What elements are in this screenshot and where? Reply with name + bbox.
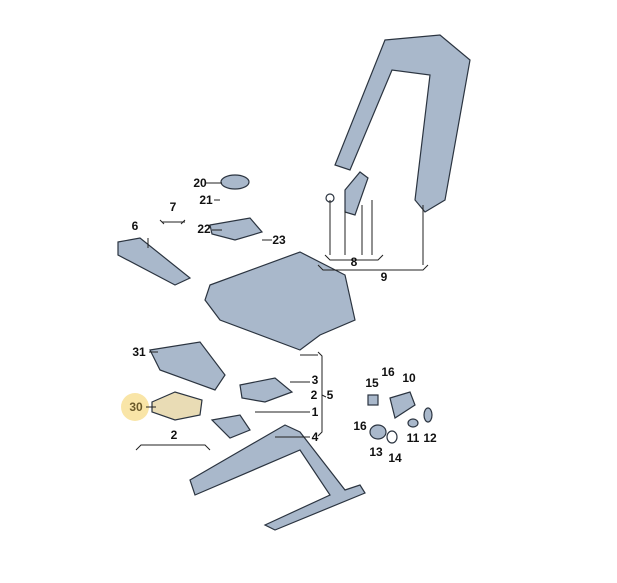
label-21[interactable]: 21 — [199, 193, 213, 207]
part-8-lever — [344, 171, 369, 216]
label-20[interactable]: 20 — [193, 176, 207, 190]
label-23[interactable]: 23 — [272, 233, 286, 247]
label-13[interactable]: 13 — [369, 445, 383, 459]
label-12[interactable]: 12 — [423, 431, 437, 445]
part-11 — [407, 418, 419, 428]
label-11[interactable]: 11 — [406, 431, 420, 445]
part-1 — [210, 414, 251, 439]
label-5[interactable]: 5 — [326, 388, 334, 402]
label-9[interactable]: 9 — [380, 270, 388, 284]
part-31 — [149, 341, 226, 391]
part-22 — [209, 217, 264, 241]
label-7[interactable]: 7 — [169, 200, 177, 214]
label-1[interactable]: 1 — [311, 405, 319, 419]
part-6 — [117, 237, 192, 286]
label-16[interactable]: 16 — [381, 365, 395, 379]
label-16-lower[interactable]: 16 — [353, 419, 367, 433]
label-4[interactable]: 4 — [311, 430, 319, 444]
label-22[interactable]: 22 — [197, 222, 211, 236]
label-15[interactable]: 15 — [365, 376, 379, 390]
label-14[interactable]: 14 — [388, 451, 402, 465]
part-12 — [423, 407, 433, 423]
label-3[interactable]: 3 — [311, 373, 319, 387]
label-2[interactable]: 2 — [310, 388, 318, 402]
part-30 — [151, 391, 203, 421]
part-10 — [389, 391, 416, 419]
seat-pan — [204, 251, 356, 351]
part-3 — [239, 377, 294, 403]
label-8[interactable]: 8 — [350, 255, 358, 269]
backrest-frame — [334, 34, 471, 213]
part-20 — [220, 174, 250, 190]
part-14 — [386, 430, 398, 444]
part-13 — [369, 424, 387, 440]
part-15 — [367, 394, 379, 406]
label-10[interactable]: 10 — [402, 371, 416, 385]
label-2-screws[interactable]: 2 — [170, 428, 178, 442]
label-31[interactable]: 31 — [132, 345, 146, 359]
highlight-part-30 — [121, 393, 149, 421]
label-30[interactable]: 30 — [129, 400, 143, 414]
part-4 — [189, 424, 366, 531]
label-6[interactable]: 6 — [131, 219, 139, 233]
